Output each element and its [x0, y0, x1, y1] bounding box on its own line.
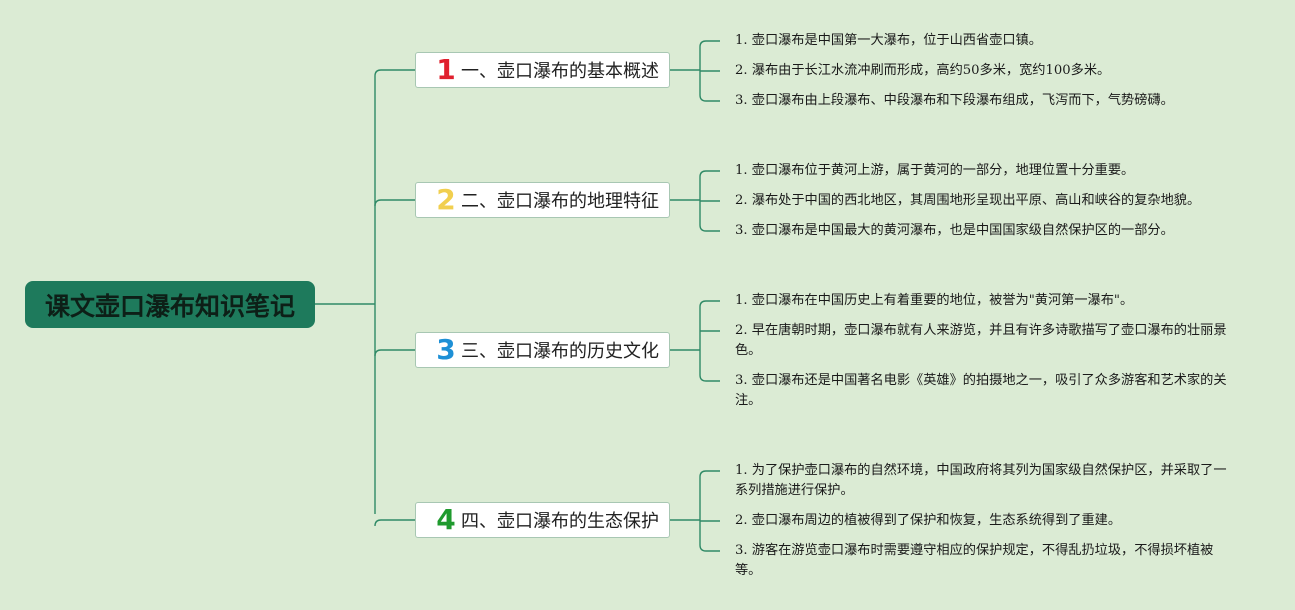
leaf-connector [699, 170, 720, 178]
branch-connector [374, 199, 415, 207]
branch-connector [374, 349, 415, 357]
leaf-item[interactable]: 2. 壶口瀑布周边的植被得到了保护和恢复，生态系统得到了重建。 [735, 513, 1122, 528]
leaf-connector [699, 224, 720, 232]
branch-label: 四、壶口瀑布的生态保护 [461, 511, 659, 532]
number-4-icon: 4 [436, 503, 456, 536]
leaf-item[interactable]: 1. 壶口瀑布是中国第一大瀑布，位于山西省壶口镇。 [735, 33, 1042, 48]
leaf-item[interactable]: 3. 壶口瀑布还是中国著名电影《英雄》的拍摄地之一，吸引了众多游客和艺术家的关注… [735, 373, 1227, 408]
root-title: 课文壶口瀑布知识笔记 [44, 291, 295, 321]
leaf-connector [699, 470, 720, 478]
leaf-item[interactable]: 3. 游客在游览壶口瀑布时需要遵守相应的保护规定，不得乱扔垃圾，不得损坏植被等。 [735, 543, 1214, 578]
branch-node-4[interactable]: 4 四、壶口瀑布的生态保护 [415, 502, 670, 538]
leaf-item[interactable]: 3. 壶口瀑布是中国最大的黄河瀑布，也是中国国家级自然保护区的一部分。 [735, 223, 1174, 238]
branch-node-1[interactable]: 1 一、壶口瀑布的基本概述 [415, 52, 670, 88]
leaf-item[interactable]: 3. 壶口瀑布由上段瀑布、中段瀑布和下段瀑布组成，飞泻而下，气势磅礴。 [735, 93, 1174, 108]
branch-connector [374, 69, 415, 77]
branch-label: 二、壶口瀑布的地理特征 [461, 191, 659, 212]
branch-node-3[interactable]: 3 三、壶口瀑布的历史文化 [415, 332, 670, 368]
branch-label: 三、壶口瀑布的历史文化 [461, 341, 659, 362]
root-node[interactable]: 课文壶口瀑布知识笔记 [25, 281, 315, 328]
leaf-connector [699, 374, 720, 382]
leaf-connector [699, 40, 720, 48]
number-2-icon: 2 [436, 183, 456, 216]
number-1-icon: 1 [436, 53, 456, 86]
number-3-icon: 3 [436, 333, 456, 366]
leaf-item[interactable]: 1. 壶口瀑布在中国历史上有着重要的地位，被誉为"黄河第一瀑布"。 [735, 293, 1134, 308]
leaf-item[interactable]: 2. 早在唐朝时期，壶口瀑布就有人来游览，并且有许多诗歌描写了壶口瀑布的壮丽景色… [735, 323, 1227, 358]
branch-label: 一、壶口瀑布的基本概述 [461, 61, 659, 82]
leaf-item[interactable]: 2. 瀑布处于中国的西北地区，其周围地形呈现出平原、高山和峡谷的复杂地貌。 [735, 193, 1201, 208]
branch-connector [374, 519, 415, 527]
branch-node-2[interactable]: 2 二、壶口瀑布的地理特征 [415, 182, 670, 218]
leaf-item[interactable]: 1. 为了保护壶口瀑布的自然环境，中国政府将其列为国家级自然保护区，并采取了一系… [735, 463, 1227, 498]
leaf-connector [699, 94, 720, 102]
leaf-item[interactable]: 2. 瀑布由于长江水流冲刷而形成，高约50多米，宽约100多米。 [735, 63, 1111, 78]
leaf-item[interactable]: 1. 壶口瀑布位于黄河上游，属于黄河的一部分，地理位置十分重要。 [735, 163, 1135, 178]
leaf-connector [699, 544, 720, 552]
leaf-connector [699, 300, 720, 308]
